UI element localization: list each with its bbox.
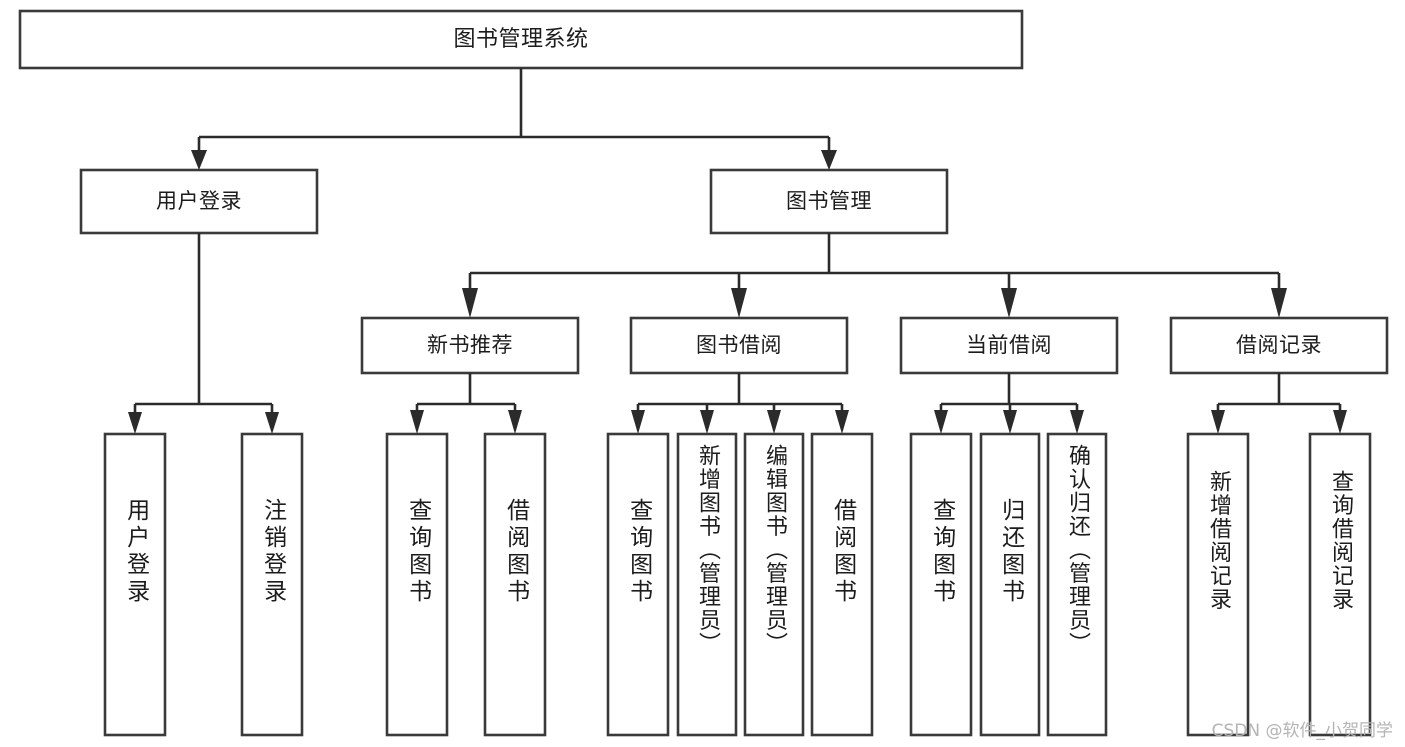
node-box-leaf[interactable] (743, 432, 805, 737)
arrow-head-icon (191, 150, 207, 170)
csdn-watermark: CSDN @软件_小贺同学 (1211, 721, 1393, 741)
arrow-head-icon (700, 410, 714, 434)
node-box-leaf[interactable] (385, 432, 449, 737)
arrow-head-icon (1211, 410, 1225, 434)
node-box-leaf[interactable] (909, 432, 973, 737)
arrow-head-icon (731, 288, 747, 318)
node-box-leaf[interactable] (1308, 432, 1372, 737)
node-box-book-borrow[interactable] (629, 316, 849, 375)
arrow-head-icon (1003, 410, 1017, 434)
arrow-head-icon (1070, 410, 1084, 434)
arrow-head-icon (767, 410, 781, 434)
node-box-new-book-recommend[interactable] (360, 316, 580, 375)
node-box-leaf[interactable] (1046, 432, 1108, 737)
node-box-leaf[interactable] (240, 432, 304, 737)
arrow-head-icon (1271, 288, 1287, 318)
node-box-borrow-record[interactable] (1169, 316, 1389, 375)
node-box-leaf[interactable] (810, 432, 874, 737)
node-box-book-management[interactable] (709, 168, 949, 235)
node-box-leaf[interactable] (483, 432, 547, 737)
arrow-head-icon (128, 412, 142, 434)
node-box-leaf[interactable] (1186, 432, 1250, 737)
arrow-head-icon (1333, 410, 1347, 434)
arrow-head-icon (934, 410, 948, 434)
node-box-user-login[interactable] (79, 168, 319, 235)
arrow-head-icon (821, 150, 837, 170)
node-box-leaf[interactable] (606, 432, 670, 737)
arrow-head-icon (265, 412, 279, 434)
arrow-head-icon (631, 410, 645, 434)
node-box-current-borrow[interactable] (899, 316, 1119, 375)
arrow-head-icon (1001, 288, 1017, 318)
node-box-leaf[interactable] (676, 432, 738, 737)
arrow-head-icon (508, 410, 522, 434)
node-box-root[interactable] (18, 9, 1024, 70)
arrow-head-icon (462, 288, 478, 318)
node-box-leaf[interactable] (979, 432, 1041, 737)
node-box-leaf[interactable] (103, 432, 167, 737)
arrow-head-icon (835, 410, 849, 434)
arrow-head-icon (410, 410, 424, 434)
